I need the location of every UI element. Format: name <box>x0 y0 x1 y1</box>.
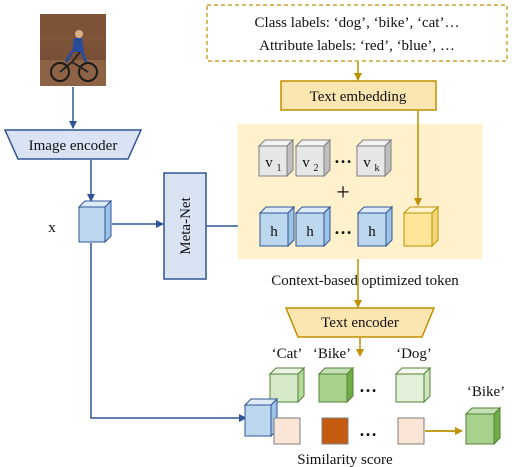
image-encoder-block: Image encoder <box>3 129 143 160</box>
h-token-3: h <box>356 205 394 248</box>
result-label: ‘Bike’ <box>467 384 505 400</box>
score-cat <box>273 417 301 445</box>
score-bike <box>321 417 349 445</box>
text-feature-dog <box>394 366 432 404</box>
result-bike-cube <box>464 406 502 446</box>
v-token-2: v 2 <box>294 138 332 178</box>
v-token-k-subscript: k <box>375 163 380 174</box>
h-token-2-label: h <box>306 224 314 240</box>
image-encoder-label: Image encoder <box>29 138 118 154</box>
class-name-bike: ‘Bike’ <box>313 346 351 362</box>
text-embedding-label: Text embedding <box>310 89 407 105</box>
v-token-row: v 1 v 2 … v k <box>257 138 393 178</box>
v-token-2-label: v <box>302 155 310 171</box>
meta-net-block: Meta-Net <box>163 172 207 280</box>
class-labels-box: Class labels: ‘dog’, ‘bike’, ‘cat’… Attr… <box>206 4 508 62</box>
context-caption: Context-based optimized token <box>271 273 459 289</box>
v-token-1-label: v <box>265 155 273 171</box>
h-token-1-label: h <box>270 224 278 240</box>
attribute-labels-text: Attribute labels: ‘red’, ‘blue’, … <box>259 38 455 54</box>
h-token-ellipsis: … <box>334 218 352 238</box>
h-token-1: h <box>258 205 296 248</box>
text-feature-bike <box>317 366 355 404</box>
h-token-2: h <box>294 205 332 248</box>
feature-x-cube <box>77 199 113 244</box>
plus-sign: + <box>336 180 350 206</box>
similarity-score-row: … <box>273 417 425 445</box>
score-ellipsis: … <box>359 420 377 440</box>
cyclist-photo-icon <box>40 14 106 86</box>
score-dog <box>397 417 425 445</box>
class-token-cube <box>402 205 440 248</box>
v-token-ellipsis: … <box>334 147 352 167</box>
v-token-1-subscript: 1 <box>277 163 282 174</box>
feature-x-label: x <box>48 220 56 236</box>
text-embedding-block: Text embedding <box>280 80 437 111</box>
similarity-caption: Similarity score <box>297 452 393 467</box>
text-encoder-label: Text encoder <box>321 315 399 331</box>
class-name-dog: ‘Dog’ <box>396 346 432 362</box>
image-feature-cube <box>243 397 279 438</box>
class-labels-text: Class labels: ‘dog’, ‘bike’, ‘cat’… <box>255 15 460 31</box>
text-feature-cat <box>268 366 306 404</box>
text-encoder-block: Text encoder <box>284 307 436 338</box>
meta-net-label: Meta-Net <box>178 196 194 254</box>
h-token-3-label: h <box>368 224 376 240</box>
text-feature-row: … <box>268 366 432 404</box>
v-token-k-label: v <box>363 155 371 171</box>
v-token-2-subscript: 2 <box>314 163 319 174</box>
v-token-k: v k <box>355 138 393 178</box>
text-feature-ellipsis: … <box>359 376 377 396</box>
class-name-cat: ‘Cat’ <box>272 346 303 362</box>
arrow-feature-to-image-cube <box>90 243 247 422</box>
h-token-row: h h … h <box>258 205 440 248</box>
v-token-1: v 1 <box>257 138 295 178</box>
